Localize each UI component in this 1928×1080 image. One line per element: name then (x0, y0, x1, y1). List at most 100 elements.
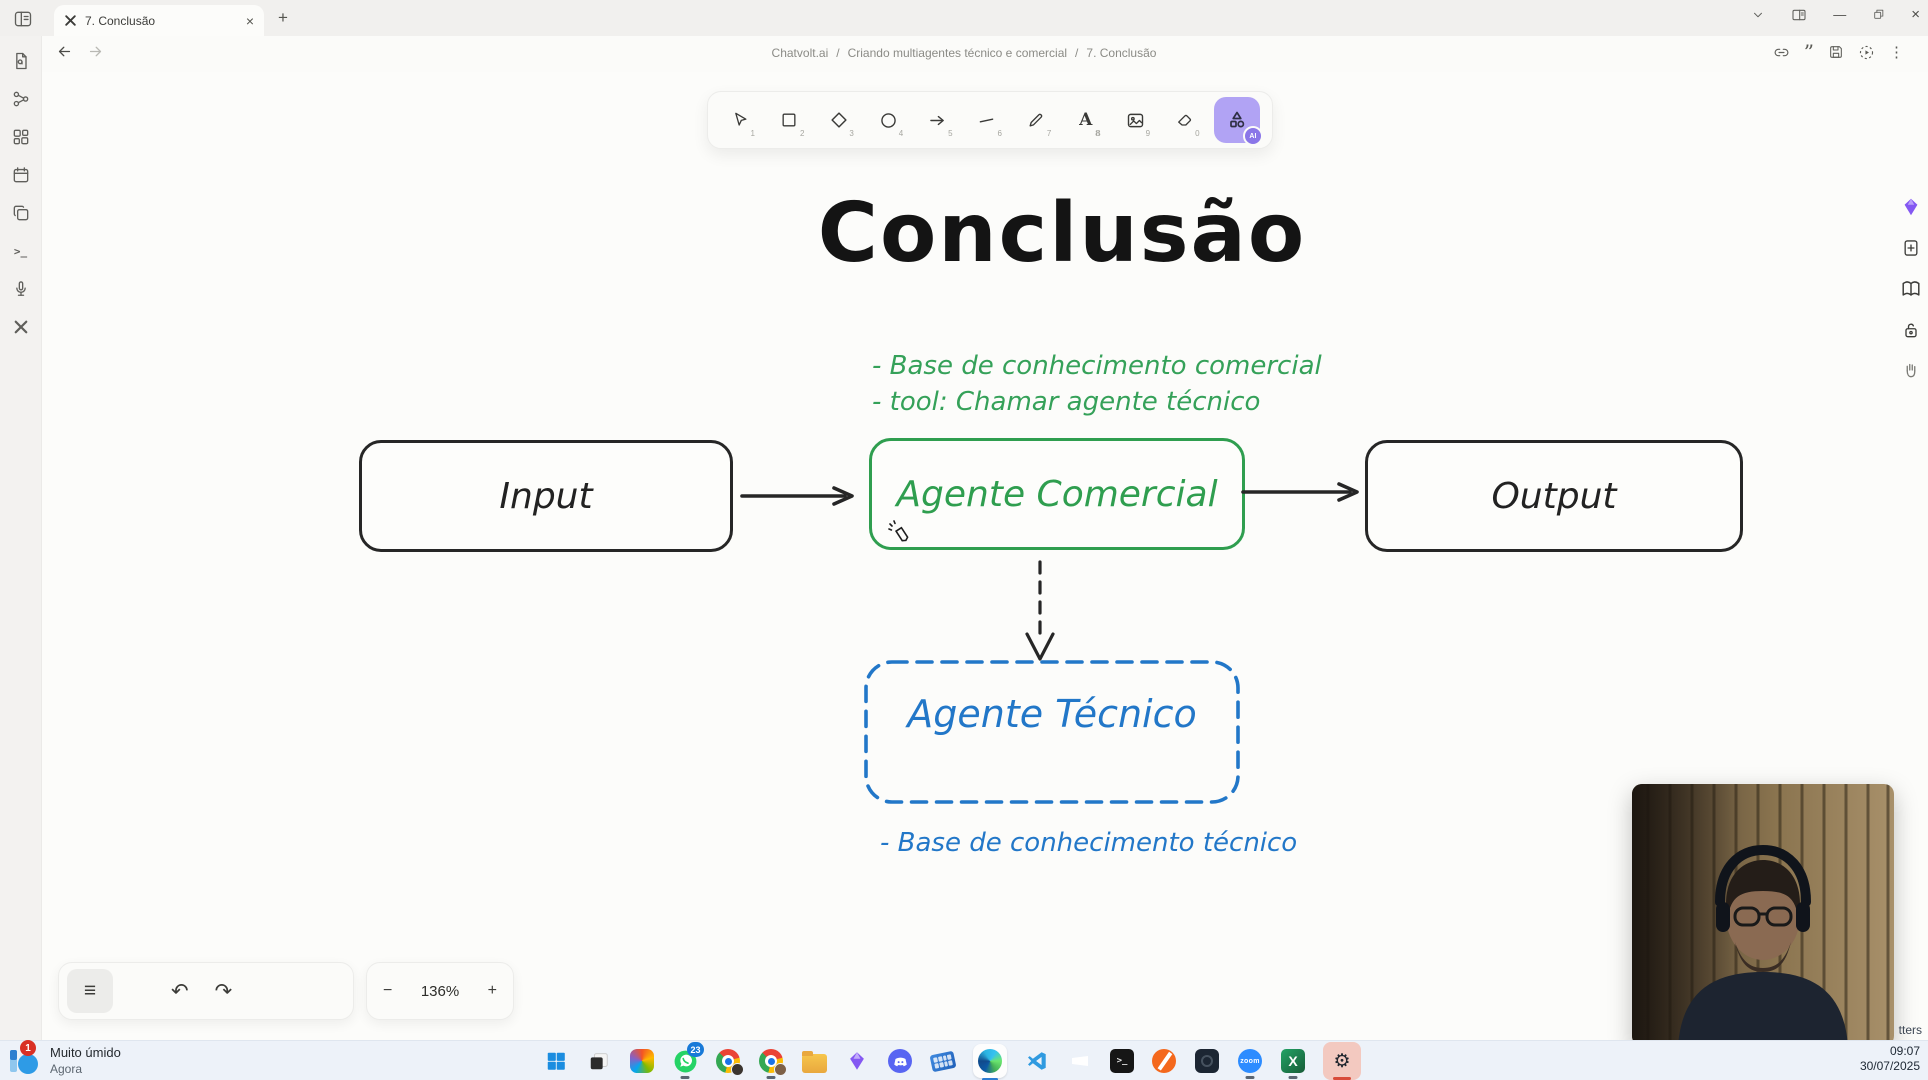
sidebar-toggle-icon[interactable] (12, 8, 34, 30)
sidebar-graph-icon[interactable] (8, 86, 34, 112)
forward-icon[interactable] (87, 43, 104, 60)
zoom-out-button[interactable]: − (383, 982, 393, 999)
taskbar-clock[interactable]: 09:07 30/07/2025 (1860, 1044, 1920, 1074)
clock-time: 09:07 (1889, 1044, 1920, 1058)
copilot-icon[interactable] (629, 1048, 655, 1074)
webcam-overlay (1632, 784, 1894, 1046)
note-line: - tool: Chamar agente técnico (872, 387, 1261, 417)
left-rail: >_ (0, 36, 42, 1040)
tab-bar: 7. Conclusão × + — × (0, 0, 1928, 37)
ellipse-tool[interactable]: 4 (868, 98, 908, 142)
right-rail (1900, 196, 1922, 380)
breadcrumb: Chatvolt.ai/Criando multiagentes técnico… (771, 46, 1157, 60)
new-tab-button[interactable]: + (278, 8, 288, 27)
commercial-notes[interactable]: - Base de conhecimento comercial - tool:… (872, 348, 1322, 420)
chrome-profile2-icon[interactable] (758, 1048, 787, 1079)
clipchamp-icon[interactable] (1067, 1048, 1093, 1074)
zoom-controls: − 136% + (366, 962, 514, 1020)
text-tool[interactable]: A 8 (1079, 110, 1101, 138)
more-options-icon[interactable]: ⋮ (1889, 44, 1904, 61)
breadcrumb-page[interactable]: 7. Conclusão (1086, 46, 1157, 60)
task-view-button[interactable] (586, 1048, 612, 1074)
sidebar-terminal-icon[interactable]: >_ (13, 244, 28, 258)
pen-tool[interactable]: 7 (1016, 98, 1056, 142)
weather-icon: 1 (8, 1040, 42, 1078)
sidebar-copy-icon[interactable] (8, 200, 34, 226)
zoom-in-button[interactable]: + (487, 982, 497, 999)
whatsapp-icon[interactable]: 23 (672, 1042, 704, 1079)
zoom-level[interactable]: 136% (420, 982, 460, 1000)
chrome-profile1-icon[interactable] (715, 1048, 744, 1076)
select-tool[interactable]: 1 (720, 98, 760, 142)
doc-header: Chatvolt.ai/Criando multiagentes técnico… (0, 36, 1928, 72)
book-icon[interactable] (1900, 278, 1922, 300)
weather-subtitle: Agora (50, 1062, 83, 1076)
node-agente-comercial[interactable]: Agente Comercial (869, 438, 1245, 550)
save-icon[interactable] (1828, 44, 1844, 60)
square-tool[interactable]: 2 (769, 98, 809, 142)
undo-button[interactable]: ↶ (171, 979, 189, 1003)
eraser-tool[interactable]: 0 (1165, 98, 1205, 142)
drawing-toolbar: 1 2 3 4 5 6 7 A 8 (707, 91, 1273, 149)
zoom-app-icon[interactable]: zoom (1237, 1048, 1263, 1079)
gem-icon[interactable] (1900, 196, 1922, 218)
line-tool[interactable]: 6 (967, 98, 1007, 142)
terminal-app-icon[interactable]: >_ (1110, 1049, 1134, 1073)
clock-date: 30/07/2025 (1859, 1059, 1920, 1073)
camera-app-icon[interactable] (1194, 1048, 1220, 1074)
window-close-button[interactable]: × (1911, 6, 1920, 23)
node-input[interactable]: Input (359, 440, 733, 552)
arrow-tool[interactable]: 5 (918, 98, 958, 142)
ai-badge: AI (1242, 126, 1263, 146)
split-view-icon[interactable] (1791, 7, 1807, 23)
sidebar-crossed-tools-icon[interactable] (8, 314, 34, 340)
discord-icon[interactable] (887, 1048, 913, 1074)
notification-badge: 1 (20, 1040, 36, 1056)
redo-button[interactable]: ↷ (214, 979, 233, 1003)
blockquote-icon[interactable]: ” (1803, 40, 1814, 64)
hand-tool-icon[interactable] (1901, 360, 1921, 380)
breadcrumb-doc[interactable]: Criando multiagentes técnico e comercial (847, 46, 1068, 60)
tabs-dropdown-icon[interactable] (1751, 8, 1765, 22)
tab-close-icon[interactable]: × (245, 12, 254, 29)
gem-app-icon[interactable] (844, 1048, 870, 1074)
edge-icon[interactable] (973, 1044, 1007, 1080)
back-icon[interactable] (56, 43, 73, 60)
node-agente-tecnico[interactable]: Agente Técnico (907, 692, 1197, 736)
keyboard-app-icon[interactable] (929, 1048, 957, 1074)
bottom-toolbar: ≡ ↶ ↷ (58, 962, 354, 1020)
shapes-template-tool[interactable]: AI (1213, 97, 1263, 146)
crossed-tools-icon (64, 14, 77, 27)
tab-active[interactable]: 7. Conclusão × (54, 5, 264, 36)
note-line: - Base de conhecimento comercial (872, 351, 1322, 381)
share-link-icon[interactable] (1773, 44, 1790, 61)
excel-icon[interactable]: X (1280, 1048, 1306, 1079)
image-tool[interactable]: 9 (1115, 98, 1155, 142)
unlock-icon[interactable] (1901, 320, 1921, 340)
window-restore-button[interactable] (1872, 8, 1885, 21)
sidebar-dashboard-icon[interactable] (8, 124, 34, 150)
window-minimize-button[interactable]: — (1833, 7, 1847, 22)
tab-title: 7. Conclusão (85, 13, 156, 28)
node-output[interactable]: Output (1365, 440, 1743, 552)
weather-title: Muito úmido (50, 1045, 121, 1060)
new-doc-icon[interactable] (1901, 238, 1921, 258)
sidebar-calendar-icon[interactable] (8, 162, 34, 188)
file-explorer-icon[interactable] (801, 1048, 827, 1074)
sidebar-microphone-icon[interactable] (8, 276, 34, 302)
orange-pen-app-icon[interactable] (1151, 1048, 1177, 1074)
breadcrumb-workspace[interactable]: Chatvolt.ai (771, 46, 829, 60)
steelseries-icon[interactable]: ⚙ (1323, 1042, 1361, 1080)
clipped-text: tters (1898, 1023, 1922, 1037)
windows-start-button[interactable] (543, 1048, 569, 1074)
person (1678, 844, 1848, 1046)
weather-widget[interactable]: 1 Muito úmido Agora (8, 1040, 121, 1078)
webcam-video (1632, 784, 1894, 1046)
technical-note[interactable]: - Base de conhecimento técnico (880, 828, 1298, 858)
menu-button[interactable]: ≡ (67, 969, 113, 1013)
vscode-icon[interactable] (1024, 1048, 1050, 1074)
diamond-tool[interactable]: 3 (819, 98, 859, 142)
present-mode-icon[interactable] (1858, 44, 1875, 61)
sidebar-doc-icon[interactable] (8, 48, 34, 74)
diagram-title[interactable]: Conclusão (817, 186, 1307, 281)
